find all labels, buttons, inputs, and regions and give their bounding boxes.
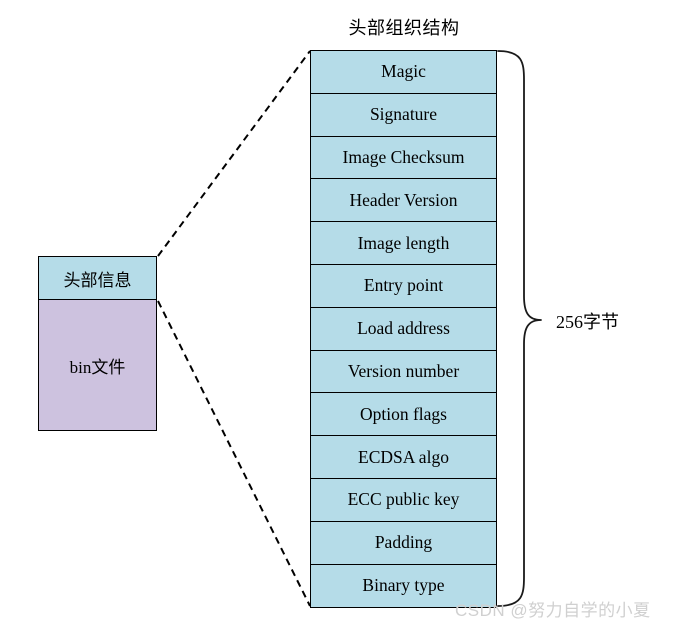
header-field-row: Option flags: [311, 393, 496, 437]
header-field-row: Entry point: [311, 264, 496, 308]
header-field-row: Image length: [311, 222, 496, 265]
header-field-row: Load address: [311, 307, 496, 351]
header-field-row: Header Version: [311, 179, 496, 223]
header-info-block: 头部信息: [38, 256, 157, 300]
bin-file-stack: 头部信息 bin文件: [38, 256, 157, 431]
header-field-row: ECC public key: [311, 478, 496, 522]
header-field-row: Image Checksum: [311, 136, 496, 180]
header-field-row: Binary type: [311, 564, 496, 608]
header-field-row: Version number: [311, 350, 496, 394]
header-field-row: Padding: [311, 521, 496, 565]
watermark-text: CSDN @努力自学的小夏: [455, 601, 651, 620]
diagram-title: 头部组织结构: [348, 18, 460, 38]
connector-line-top: [157, 50, 311, 257]
size-annotation-label: 256字节: [556, 312, 619, 332]
bin-file-block: bin文件: [38, 300, 157, 431]
header-field-row: ECDSA algo: [311, 436, 496, 479]
header-field-row: Signature: [311, 93, 496, 137]
header-structure-table: Magic Signature Image Checksum Header Ve…: [310, 50, 497, 609]
header-field-row: Magic: [311, 51, 496, 94]
size-brace: [497, 50, 542, 607]
connector-line-bottom: [157, 300, 311, 607]
